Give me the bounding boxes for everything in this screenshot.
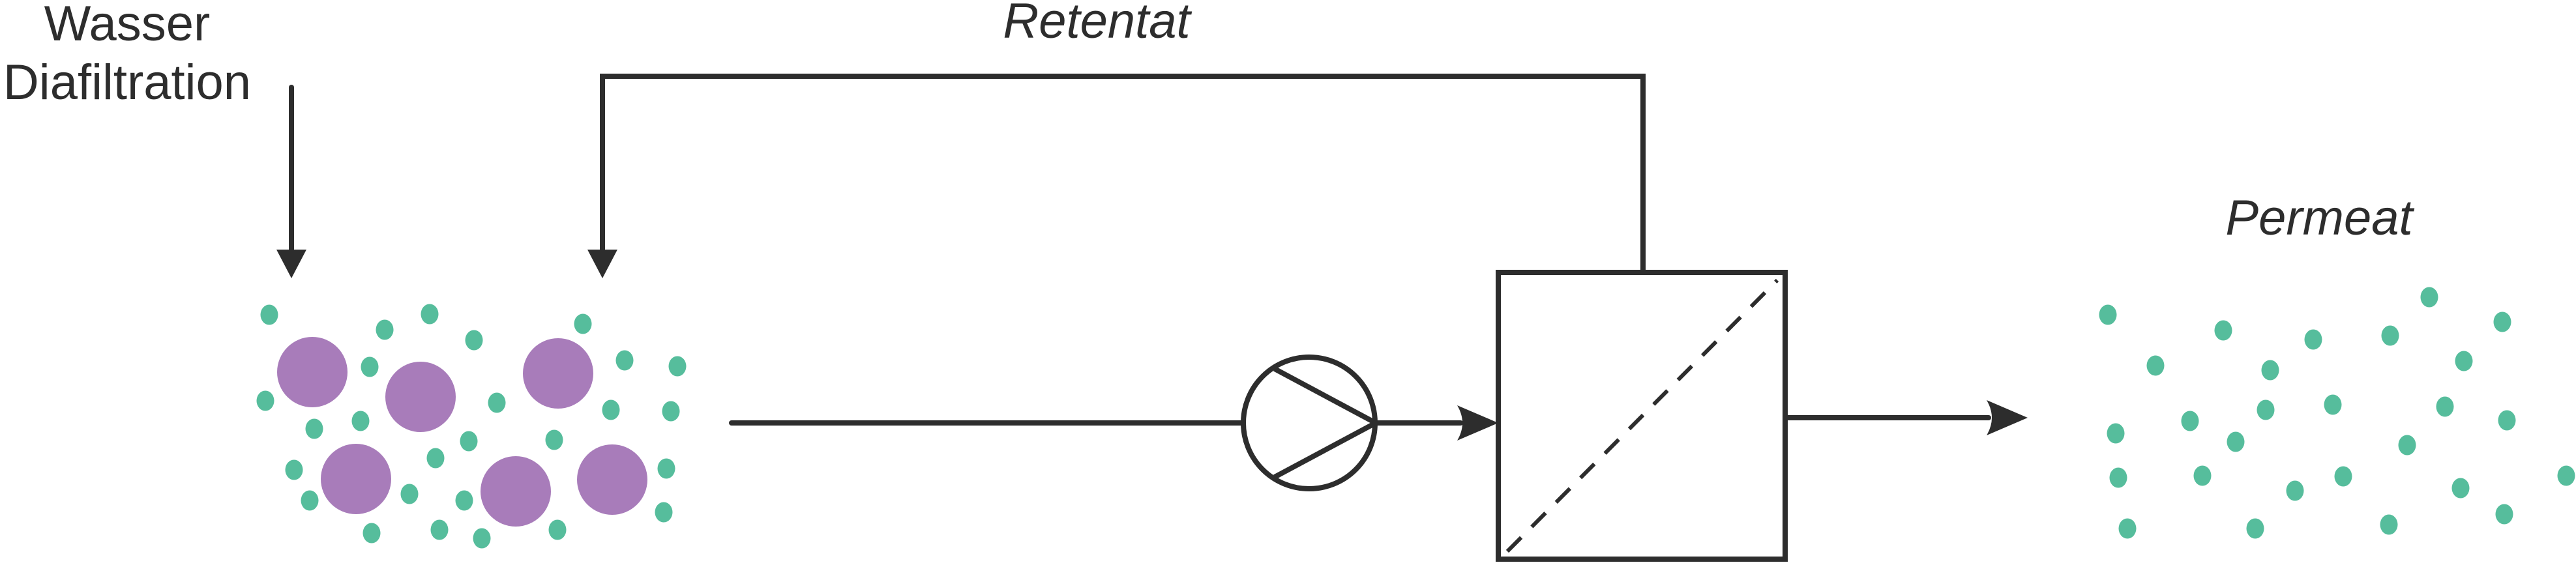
small-permeating-particle [488, 392, 506, 413]
small-permeating-particle [2181, 411, 2199, 431]
small-permeating-particle [2304, 329, 2322, 350]
small-permeating-particle [2495, 504, 2513, 525]
large-retained-particle [385, 362, 456, 432]
permeate-label: Permeat [2225, 190, 2414, 246]
small-permeating-particle [2493, 311, 2511, 332]
small-permeating-particle [548, 519, 567, 540]
small-permeating-particle [2436, 396, 2454, 417]
feed-input-label-line1: Wasser [44, 0, 211, 51]
small-permeating-particle [305, 418, 323, 439]
small-permeating-particle [2193, 465, 2212, 486]
pump-circle [1241, 355, 1378, 491]
small-permeating-particle [2261, 360, 2279, 381]
pump-outlet-arrow [1372, 405, 1498, 441]
small-permeating-particle [668, 356, 687, 377]
pump-icon [1241, 355, 1378, 491]
large-retained-particle [321, 444, 391, 514]
retentate-recycle-line [587, 74, 1646, 278]
retentate-arrowhead-icon [587, 250, 617, 278]
small-permeating-particle [2451, 478, 2470, 499]
small-permeating-particle [363, 523, 381, 543]
pump-vane-upper [1273, 366, 1377, 426]
small-permeating-particle [430, 519, 449, 540]
small-permeating-particle [2227, 431, 2245, 452]
membrane-diagonal [1505, 278, 1779, 553]
small-permeating-particle [376, 319, 394, 340]
feed-small-particles [256, 304, 687, 549]
feed-mixture [256, 304, 687, 549]
small-permeating-particle [465, 330, 483, 351]
small-permeating-particle [657, 458, 675, 479]
small-permeating-particle [2286, 480, 2304, 501]
feed-input-arrowhead-icon [276, 250, 306, 278]
small-permeating-particle [285, 459, 303, 480]
small-permeating-particle [256, 390, 274, 411]
small-permeating-particle [2455, 351, 2473, 371]
permeate-arrowhead-icon [1987, 400, 2028, 435]
small-permeating-particle [2107, 423, 2125, 444]
small-permeating-particle [2420, 287, 2438, 308]
small-permeating-particle [2557, 465, 2575, 486]
small-permeating-particle [301, 490, 319, 511]
small-permeating-particle [361, 356, 379, 377]
small-permeating-particle [2214, 320, 2232, 341]
feed-input-arrow [276, 85, 306, 278]
small-permeating-particle [545, 429, 563, 450]
pump-outlet-arrowhead-icon [1457, 405, 1498, 441]
small-permeating-particle [460, 431, 478, 452]
small-permeating-particle [421, 304, 439, 325]
small-permeating-particle [2398, 435, 2416, 456]
small-permeating-particle [426, 448, 445, 469]
small-permeating-particle [400, 484, 419, 504]
small-permeating-particle [662, 401, 680, 422]
small-permeating-particle [260, 304, 278, 325]
large-retained-particle [577, 444, 647, 515]
retentate-label: Retentat [1003, 0, 1192, 49]
small-permeating-particle [2380, 514, 2398, 535]
membrane-module [1496, 270, 1788, 562]
small-permeating-particle [615, 350, 634, 371]
small-permeating-particle [2099, 304, 2117, 325]
feed-input-label-line2: Diafiltration [3, 55, 251, 110]
small-permeating-particle [2334, 466, 2352, 487]
small-permeating-particle [602, 399, 620, 420]
large-retained-particle [481, 456, 551, 527]
small-permeating-particle [455, 490, 473, 511]
small-permeating-particle [351, 411, 370, 431]
small-permeating-particle [2324, 394, 2342, 415]
small-permeating-particle [2257, 399, 2275, 420]
large-retained-particle [523, 338, 593, 409]
feed-large-particles [277, 337, 647, 527]
pump-vane-lower [1273, 420, 1377, 480]
permeate-arrow [1783, 400, 2028, 435]
small-permeating-particle [574, 313, 592, 334]
large-retained-particle [277, 337, 348, 407]
small-permeating-particle [2146, 355, 2165, 376]
small-permeating-particle [473, 528, 491, 549]
small-permeating-particle [2381, 325, 2399, 346]
small-permeating-particle [2109, 467, 2127, 488]
small-permeating-particle [2246, 518, 2264, 539]
permeate-particles [2099, 287, 2575, 539]
small-permeating-particle [2498, 410, 2516, 431]
retentate-recycle-path [600, 74, 1646, 274]
small-permeating-particle [655, 502, 673, 523]
small-permeating-particle [2118, 518, 2137, 539]
